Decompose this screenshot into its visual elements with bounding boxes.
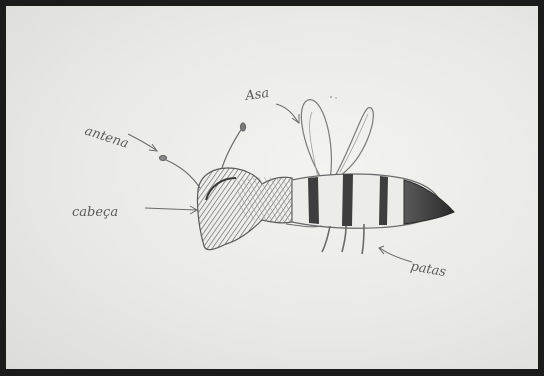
- label-antena: antena: [83, 124, 131, 152]
- stinger: [404, 180, 454, 224]
- wings: [301, 100, 373, 180]
- thorax: [236, 177, 292, 222]
- label-cabeca: cabeça: [72, 205, 118, 220]
- label-asas: Asa: [243, 86, 270, 104]
- label-patas: patas: [409, 259, 447, 280]
